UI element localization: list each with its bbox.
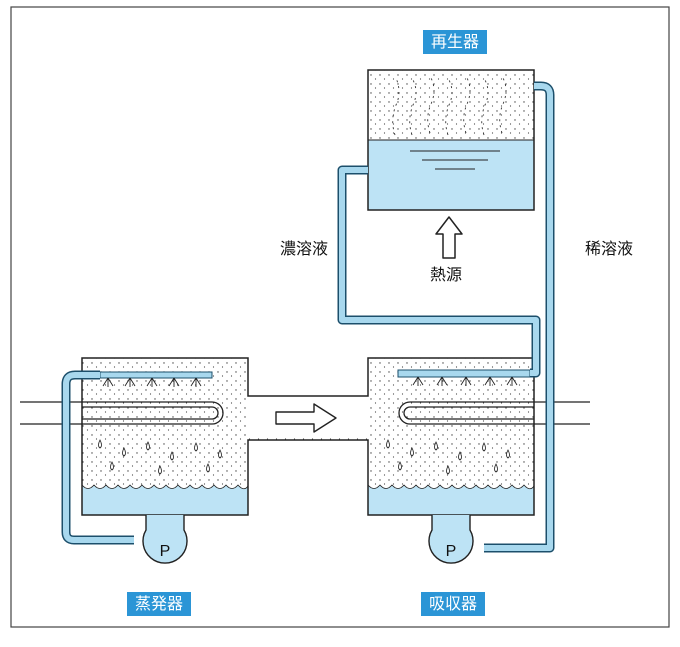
evaporator-pump-label: P [160,543,171,560]
absorber-tag: 吸収器 [421,592,486,616]
heat-source-label: 熱源 [430,265,463,284]
outer-frame [10,6,670,628]
evaporator-tag: 蒸発器 [127,592,192,616]
absorber-pump [428,515,474,564]
vapor-lines [392,77,507,136]
absorber-pump-label: P [446,543,457,560]
evaporator-recirculation-pipe [61,370,134,545]
absorber-droplets [386,439,510,475]
evaporator-droplets [98,439,222,475]
arrow-right-icon [275,403,337,433]
concentrated-solution-label: 濃溶液 [280,239,329,258]
regenerator-tag: 再生器 [423,30,488,54]
evaporator-pump [142,515,188,564]
absorber-tube [398,401,590,425]
regenerator-vessel [367,69,535,211]
dilute-solution-label: 稀溶液 [585,239,634,258]
evaporator-tube [20,401,224,425]
dilute-solution-pipe [484,81,555,553]
concentrated-solution-pipe [337,165,541,378]
arrow-up-icon [435,216,463,259]
evaporator-vessel [81,357,535,516]
